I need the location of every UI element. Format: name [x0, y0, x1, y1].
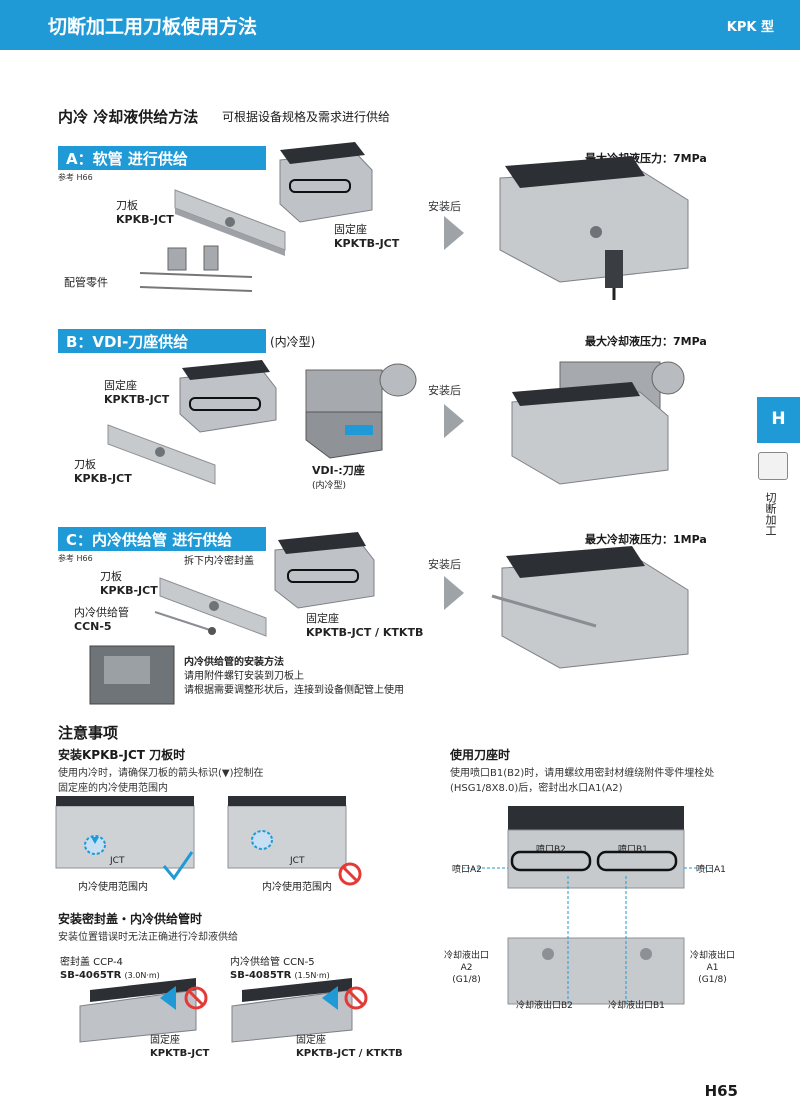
c-install-text: 内冷供给管的安装方法请用附件螺钉安装到刀板上请根据需要调整形状后，连接到设备侧配…	[184, 657, 404, 696]
a-arrow-icon	[444, 216, 464, 250]
c-install-photo	[89, 645, 175, 705]
method-c-ref: 参考 H66	[58, 554, 93, 563]
forbidden-icon-1	[338, 862, 362, 886]
b-blade-image	[107, 424, 216, 485]
c-blade-image	[159, 577, 267, 637]
side-tab-h[interactable]: H	[757, 397, 800, 443]
c-holder-image	[274, 532, 375, 609]
notes-s3-title: 使用刀座时	[450, 748, 511, 762]
method-b-bar: B：VDI-刀座供给	[58, 329, 266, 353]
note-pipe-image	[231, 978, 353, 1043]
method-a-ref: 参考 H66	[58, 173, 93, 182]
note-blade-ng-image	[227, 796, 347, 869]
jct-mark-1: JCT	[110, 856, 125, 866]
a-blade-image	[174, 189, 286, 256]
nozzle-b2-label: 喷口B2	[536, 845, 566, 855]
notes-s2-title: 安装密封盖・内冷供给管时	[58, 912, 203, 926]
b-pressure: 最大冷却液压力：7MPa	[585, 335, 707, 348]
page-title: 切断加工用刀板使用方法	[48, 16, 258, 38]
a-after-label: 安装后	[428, 200, 461, 213]
notes-s1-title: 安装KPKB-JCT 刀板时	[58, 748, 186, 762]
note-cap-image	[79, 978, 197, 1043]
c-assembled-image	[491, 546, 689, 669]
jct-mark-2: JCT	[290, 856, 305, 866]
forbidden-icon-3	[344, 986, 368, 1010]
notes-s3-text: 使用喷口B1(B2)时，请用螺纹用密封材缠绕附件零件埋栓处(HSG1/8X8.0…	[450, 768, 715, 794]
a-assembled-image	[499, 156, 689, 300]
b-after-label: 安装后	[428, 384, 461, 397]
cutoff-tool-icon	[758, 452, 788, 480]
notes-s2-text: 安装位置错误时无法正确进行冷却液供给	[58, 932, 238, 943]
b-vdi-image	[305, 363, 417, 459]
range-label-1: 内冷使用范围内	[78, 882, 148, 893]
b-vdi-label: VDI-:刀座(内冷型)	[312, 464, 365, 491]
range-label-2: 内冷使用范围内	[262, 882, 332, 893]
page-header: 切断加工用刀板使用方法 KPK 型	[0, 0, 800, 50]
page-number: H65	[704, 1082, 738, 1100]
forbidden-icon-2	[184, 986, 208, 1010]
side-tab-label: 切断加工	[764, 492, 777, 536]
a-fittings-image	[139, 245, 253, 292]
a-holder-image	[279, 142, 373, 223]
outlet-b2-label: 冷却液出口B2	[516, 1001, 573, 1011]
b-paren-label: (内冷型)	[270, 335, 316, 349]
nozzle-a1-label: 喷口A1	[696, 865, 726, 875]
c-pressure: 最大冷却液压力：1MPa	[585, 533, 707, 546]
c-after-label: 安装后	[428, 558, 461, 571]
c-pipe-image	[154, 611, 216, 635]
note-blade-ok-image	[55, 796, 195, 869]
ok-check-icon	[162, 851, 194, 881]
nozzle-diagram	[462, 806, 714, 1005]
b-holder-image	[179, 360, 277, 433]
method-c-bar: C：内冷供给管 进行供给	[58, 527, 266, 551]
product-type: KPK 型	[726, 20, 774, 35]
notes-s1-text: 使用内冷时，请确保刀板的箭头标识(▼)控制在固定座的内冷使用范围内	[58, 768, 264, 794]
notes-title: 注意事项	[58, 724, 119, 742]
outlet-b1-label: 冷却液出口B1	[608, 1001, 665, 1011]
section-title: 内冷 冷却液供给方法	[58, 108, 199, 126]
nozzle-b1-label: 喷口B1	[618, 845, 648, 855]
section-subtitle: 可根据设备规格及需求进行供给	[222, 110, 391, 124]
b-arrow-icon	[444, 404, 464, 438]
b-assembled-image	[511, 361, 685, 485]
c-arrow-icon	[444, 576, 464, 610]
nozzle-a2-label: 喷口A2	[452, 865, 482, 875]
c-remove-label: 拆下内冷密封盖	[184, 556, 254, 567]
a-parts-label: 配管零件	[64, 276, 108, 289]
method-a-bar: A：软管 进行供给	[58, 146, 266, 170]
